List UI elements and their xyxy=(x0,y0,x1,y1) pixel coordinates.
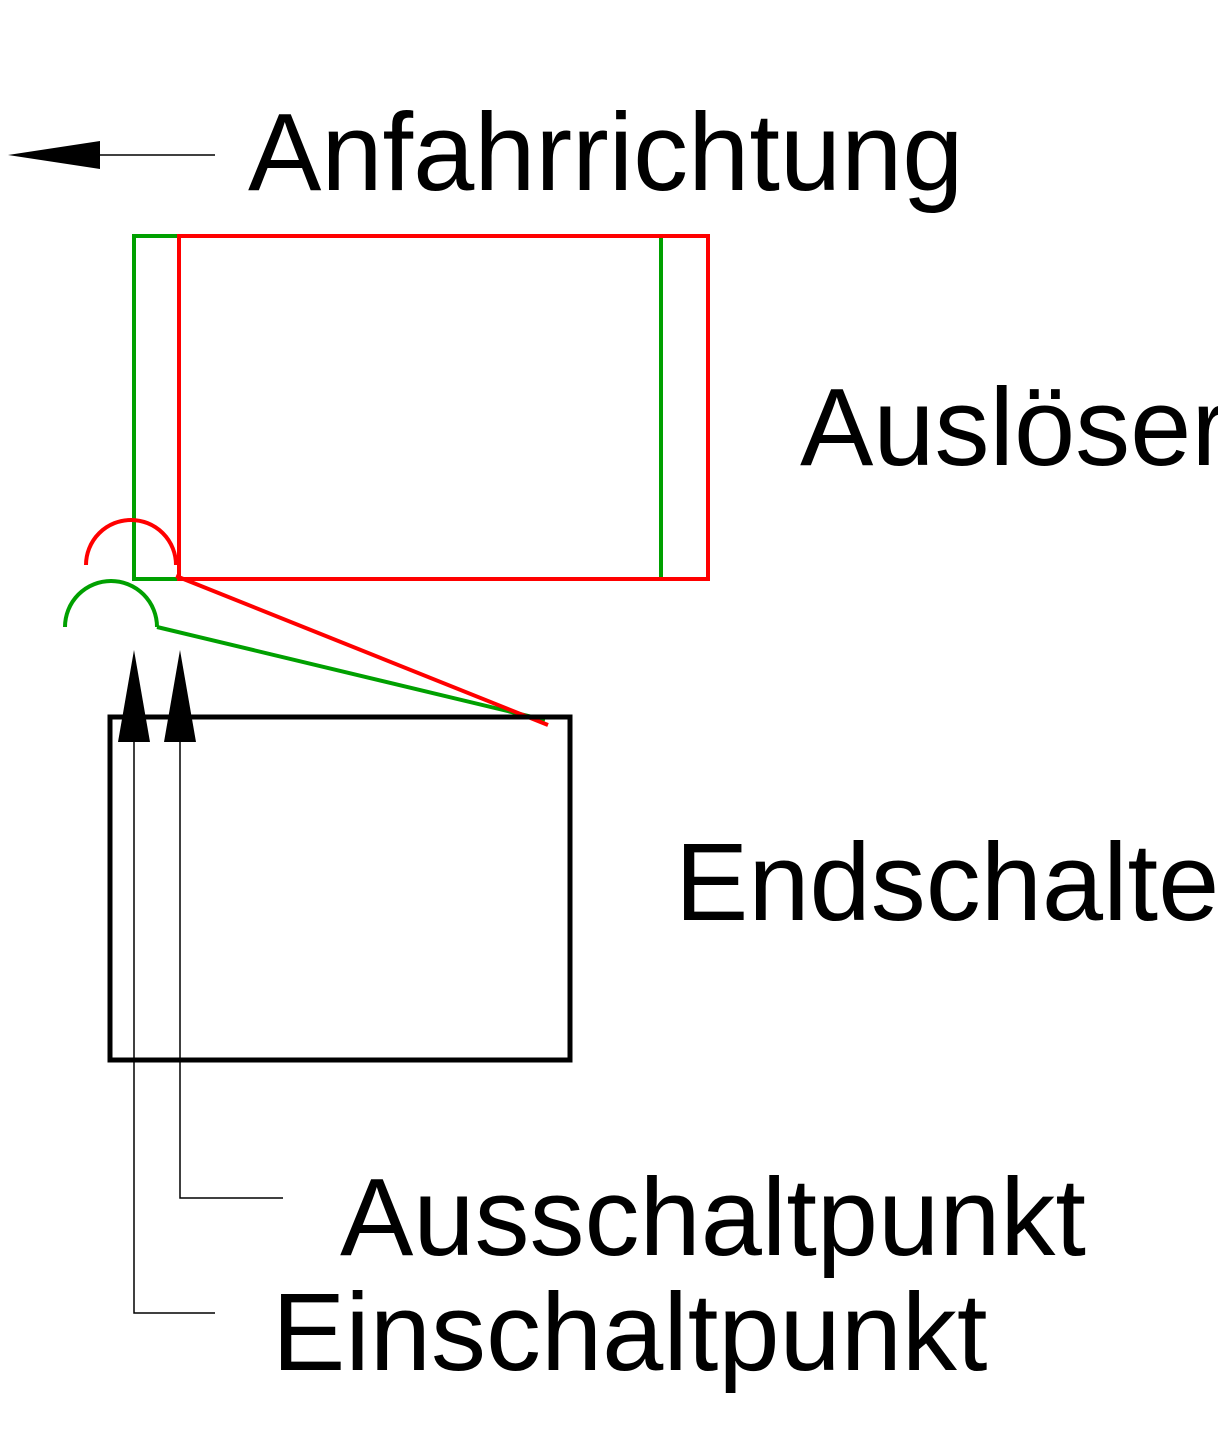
switch-on-point-label: Einschaltpunkt xyxy=(272,1271,987,1394)
limit-switch-body xyxy=(107,714,573,1063)
actuator-lever-off-state xyxy=(84,518,549,727)
trigger-switch-on-position xyxy=(132,234,663,581)
switch-off-point-leader-line xyxy=(179,740,283,1199)
switch-off-point-arrow xyxy=(164,650,196,742)
switch-on-point-leader-line xyxy=(133,740,215,1314)
switch-off-point-label: Ausschaltpunkt xyxy=(340,1156,1086,1279)
limit-switch-label: Endschalter xyxy=(675,821,1218,944)
approach-arrow-head xyxy=(8,141,100,169)
approach-direction-arrow xyxy=(8,141,215,169)
trigger-switch-off-position xyxy=(177,234,710,581)
approach-direction-label: Anfahrrichtung xyxy=(248,91,963,214)
actuator-lever-on-state xyxy=(63,579,546,722)
switch-on-point-arrow xyxy=(118,650,150,742)
trigger-label: Auslöser xyxy=(800,366,1218,489)
